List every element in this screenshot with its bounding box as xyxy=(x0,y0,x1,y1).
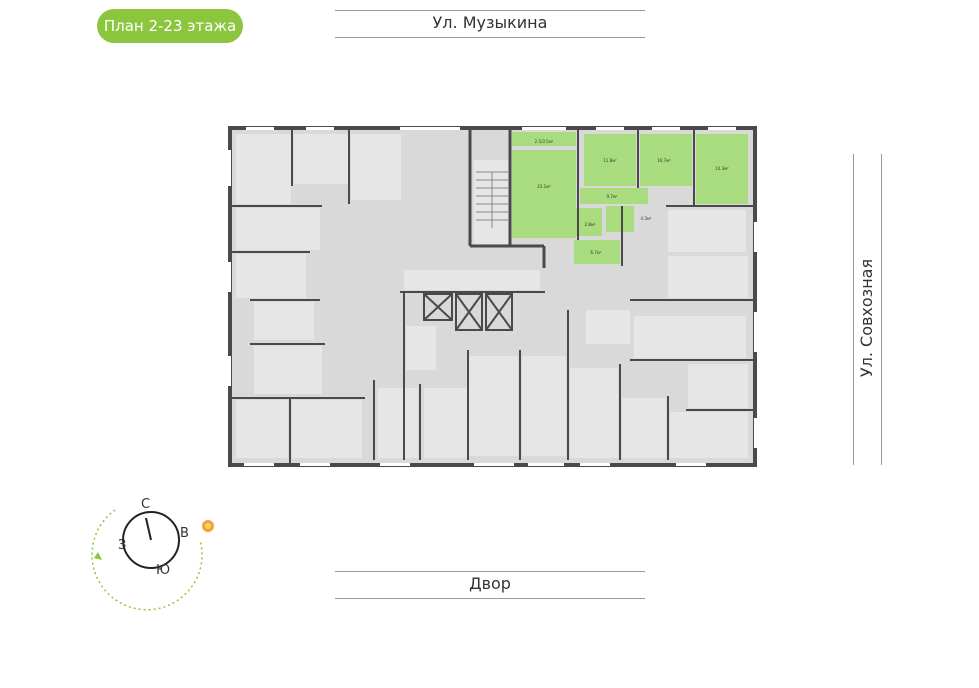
street-lines-right xyxy=(853,154,882,465)
room-area-labels: 2.5/3.5м² 23.1м² 11.8м² 16.7м² 14.3м² 9.… xyxy=(535,139,730,255)
compass-west-label: З xyxy=(118,538,127,553)
elevator-shafts xyxy=(423,293,513,331)
street-label-bottom: Двор xyxy=(335,571,645,599)
compass-east-label: В xyxy=(180,526,189,541)
room-area-label: 14.3м² xyxy=(715,166,729,171)
room-area-label: 16.7м² xyxy=(657,158,671,163)
room-area-label: 23.1м² xyxy=(537,184,551,189)
compass-needle xyxy=(145,517,152,541)
room-area-label: 2.5/3.5м² xyxy=(535,139,554,144)
staircase xyxy=(476,171,508,228)
floor-plan-badge: План 2-23 этажа xyxy=(97,9,243,43)
room-area-label: 9.7м² xyxy=(607,194,618,199)
highlighted-apartment xyxy=(512,132,748,264)
room-area-label: 6.7м² xyxy=(591,250,602,255)
street-label-top: Ул. Музыкина xyxy=(335,10,645,38)
walls-layer xyxy=(228,126,757,467)
window-openings xyxy=(228,127,757,466)
sun-path xyxy=(91,509,203,611)
sun-path-arrow xyxy=(94,552,102,560)
compass xyxy=(91,509,214,611)
compass-south-label: Ю xyxy=(156,563,171,578)
room-area-label: 2.8м² xyxy=(585,222,596,227)
room-area-label: 11.8м² xyxy=(603,158,617,163)
rooms-layer xyxy=(236,134,748,458)
room-area-label: 4.3м² xyxy=(641,216,652,221)
compass-north-label: С xyxy=(141,497,151,512)
